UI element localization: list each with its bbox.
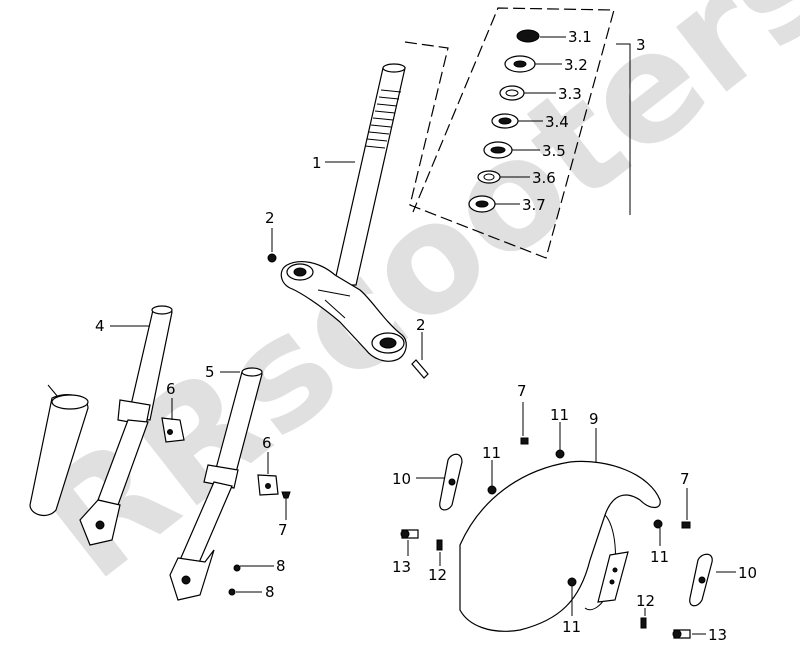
part-reflector-10a [439, 453, 463, 511]
label-3-4: 3.4 [545, 113, 569, 131]
part-screw-7a [520, 437, 529, 445]
label-7c: 7 [680, 470, 690, 488]
label-3-3: 3.3 [558, 85, 582, 103]
label-10a: 10 [392, 470, 411, 488]
part-labels: 1 2 2 3 3.1 3.2 3.3 3.4 3.5 3.6 3.7 4 5 … [95, 28, 757, 644]
label-6b: 6 [262, 434, 272, 452]
label-3-1: 3.1 [568, 28, 592, 46]
label-11c: 11 [650, 548, 669, 566]
label-3-2: 3.2 [564, 56, 588, 74]
svg-text:RRscooters: RRscooters [10, 0, 800, 613]
part-nut-11d [567, 577, 577, 587]
part-nut-11c [653, 519, 663, 529]
part-fork-leg-4 [79, 305, 173, 546]
part-screw-7c [681, 521, 691, 529]
part-nut-11a [555, 449, 565, 459]
leader-lines [110, 36, 736, 635]
part-screw-8a [233, 564, 241, 572]
label-3-5: 3.5 [542, 142, 566, 160]
label-1: 1 [312, 154, 322, 172]
part-screw-8b [228, 588, 236, 596]
label-8a: 8 [276, 557, 286, 575]
part-clip-6b [257, 474, 279, 496]
label-3-6: 3.6 [532, 169, 556, 187]
part-screw-7b [281, 491, 291, 499]
part-reflector-10b [689, 553, 713, 607]
label-3: 3 [636, 36, 646, 54]
part-clip-6a [161, 417, 185, 443]
part-steering-stem [280, 63, 407, 362]
part-bolt-13b [672, 629, 691, 639]
part-fork-leg-5 [169, 367, 263, 601]
part-nut-11b [487, 485, 497, 495]
label-10b: 10 [738, 564, 757, 582]
label-5: 5 [205, 363, 215, 381]
part-fork-tube [29, 384, 89, 517]
label-12b: 12 [636, 592, 655, 610]
label-8b: 8 [265, 583, 275, 601]
label-2b: 2 [416, 316, 426, 334]
label-4: 4 [95, 317, 105, 335]
label-13a: 13 [392, 558, 411, 576]
part-clip-12b [640, 617, 647, 629]
label-12a: 12 [428, 566, 447, 584]
label-6a: 6 [166, 380, 176, 398]
label-11b: 11 [482, 444, 501, 462]
part-bearing-set [404, 7, 615, 259]
label-11a: 11 [550, 406, 569, 424]
part-bolt-13a [400, 529, 419, 539]
part-front-fender [459, 460, 661, 632]
label-3-7: 3.7 [522, 196, 546, 214]
label-9: 9 [589, 410, 599, 428]
part-bolt-2b [411, 359, 429, 379]
label-7b: 7 [278, 521, 288, 539]
label-2a: 2 [265, 209, 275, 227]
part-clip-12a [436, 539, 443, 551]
label-11d: 11 [562, 618, 581, 636]
label-7a: 7 [517, 382, 527, 400]
part-bolt-2a [267, 253, 277, 263]
label-13b: 13 [708, 626, 727, 644]
watermark: RRscooters [10, 0, 800, 613]
